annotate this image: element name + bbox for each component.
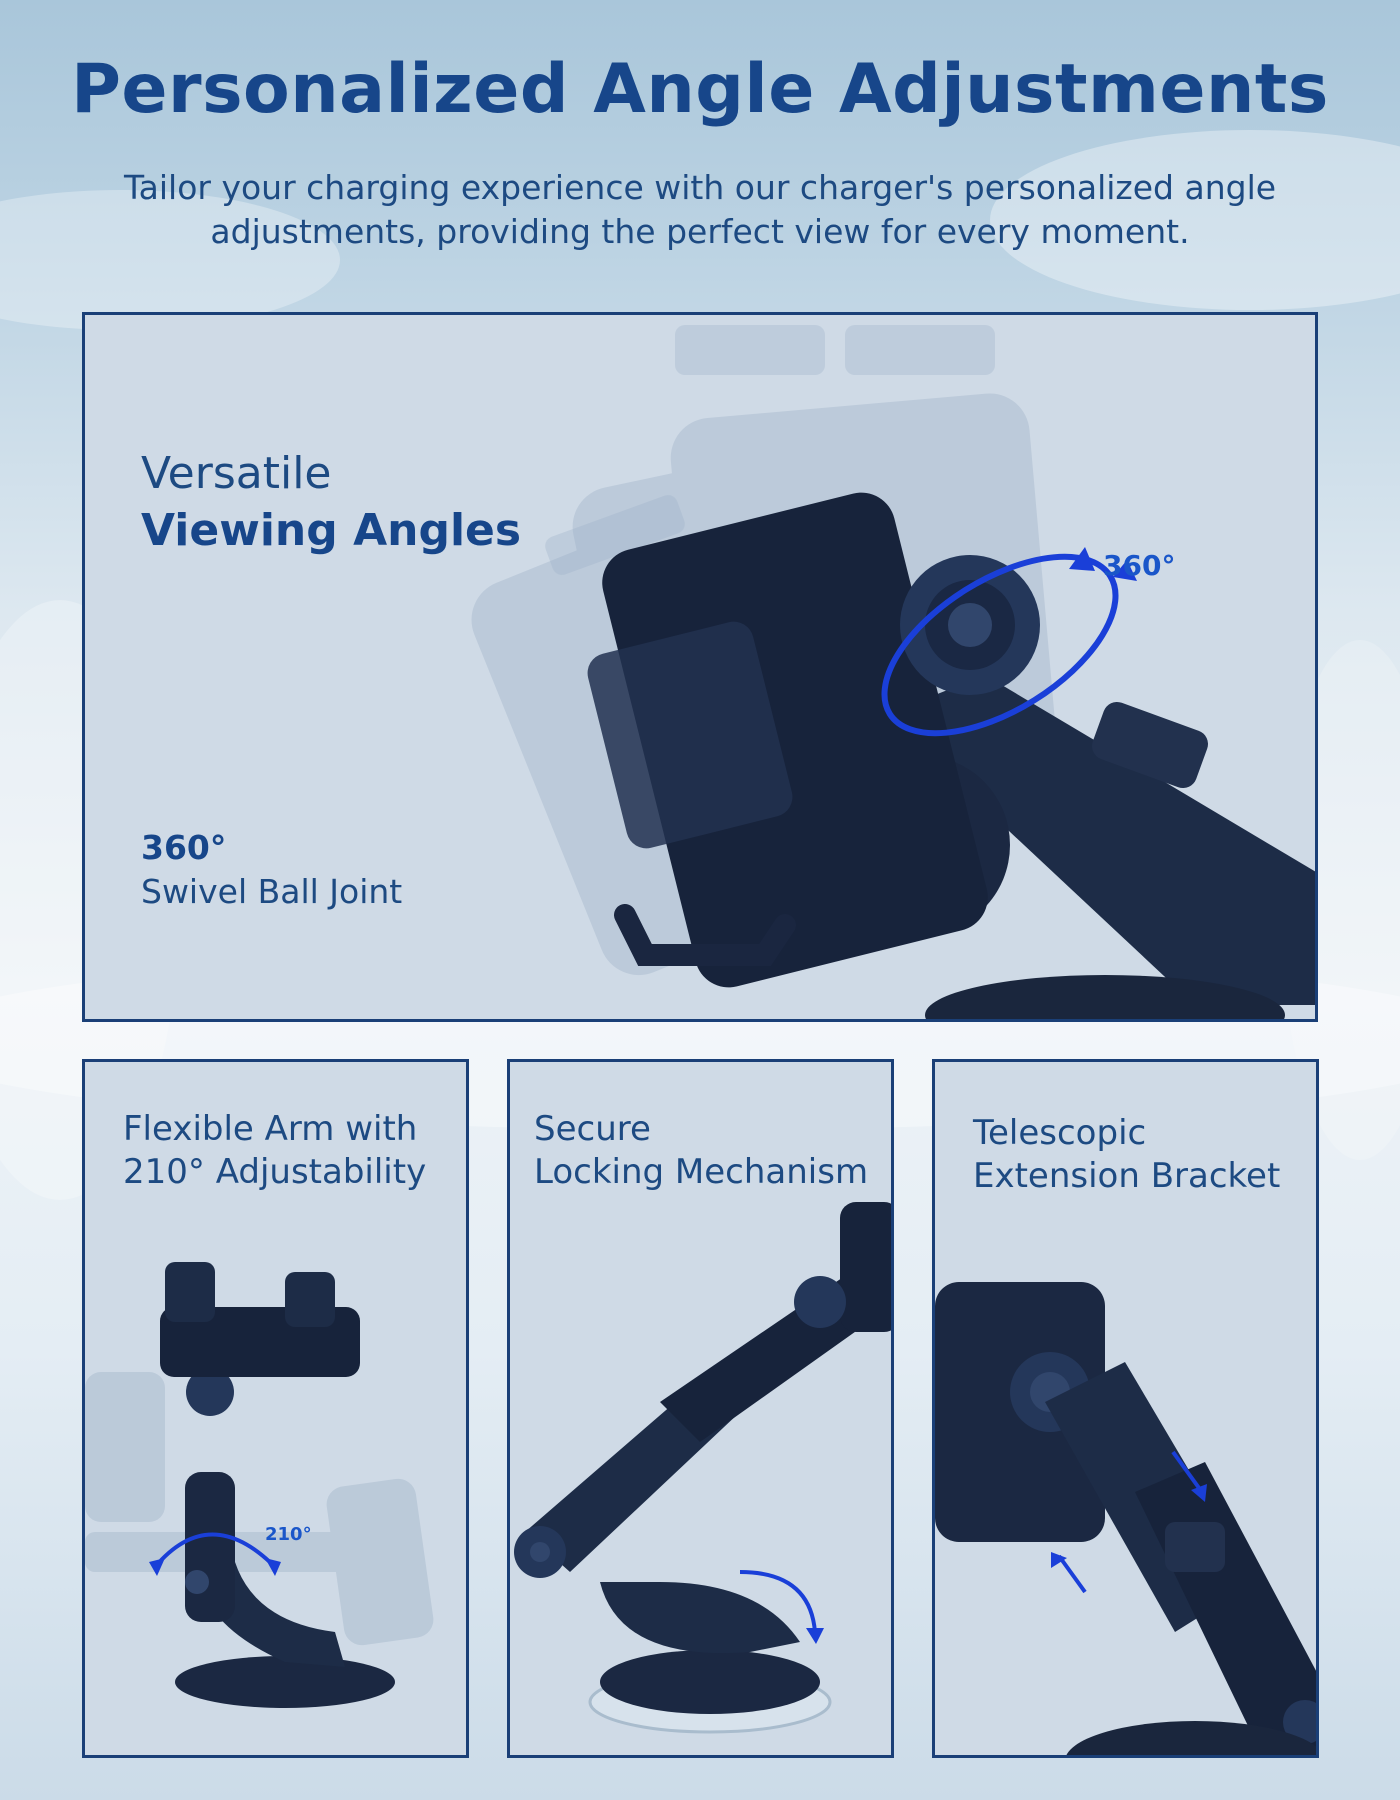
flexible-arm-line1: Flexible Arm with <box>123 1109 418 1149</box>
telescopic-bracket-illustration <box>935 1282 1316 1755</box>
flexible-arm-illustration <box>85 1262 434 1708</box>
rotation-tag-210: 210° <box>265 1524 312 1545</box>
swivel-label: Swivel Ball Joint <box>141 872 403 911</box>
phone-mount-rotation-illustration <box>471 325 1315 1019</box>
telescopic-line2: Extension Bracket <box>973 1156 1281 1196</box>
locking-mechanism-illustration <box>514 1202 891 1734</box>
locking-line1: Secure <box>534 1109 651 1149</box>
flexible-arm-line2: 210° Adjustability <box>123 1152 427 1192</box>
swivel-value: 360° <box>141 828 227 867</box>
viewing-angles-label: Viewing Angles <box>141 505 522 556</box>
versatile-label: Versatile <box>141 448 332 499</box>
locking-line2: Locking Mechanism <box>534 1152 869 1192</box>
viewing-angles-panel: Versatile Viewing Angles 360° Swivel Bal… <box>82 312 1318 1022</box>
telescopic-bracket-card: Telescopic Extension Bracket <box>932 1059 1319 1758</box>
telescopic-line1: Telescopic <box>973 1113 1147 1153</box>
locking-mechanism-card: Secure Locking Mechanism <box>507 1059 894 1758</box>
flexible-arm-card: Flexible Arm with 210° Adjustability 210… <box>82 1059 469 1758</box>
rotation-tag-360: 360° <box>1103 549 1176 582</box>
page-title: Personalized Angle Adjustments <box>71 50 1329 129</box>
page-subtitle: Tailor your charging experience with our… <box>123 168 1277 251</box>
